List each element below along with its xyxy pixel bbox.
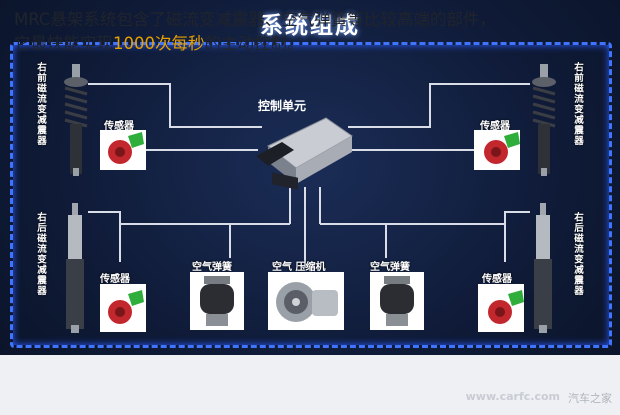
compressor-icon [268,272,344,330]
label-sensor-fr: 传感器 [480,121,510,132]
label-rear-right: 右后磁流变减震器 [572,212,583,296]
wire-front-left [88,83,262,128]
sensor-front-right-icon [474,130,520,170]
air-spring-right-icon [370,272,424,330]
label-front-right: 右前磁流变减震器 [572,62,583,146]
wire-bus-left [119,223,290,262]
caption-line-2-post: 的主动控制。 [204,34,304,53]
control-unit-icon [256,117,353,190]
label-compressor: 空气 压缩机 [272,262,326,273]
damper-rear-right-icon [534,203,552,333]
control-unit-label: 控制单元 [258,99,307,113]
damper-front-right-icon [532,64,556,176]
damper-front-left-icon [64,64,88,176]
diagram-title: 系统组成 [260,13,360,39]
caption-line-2: 它最快能实现1000次每秒的主动控制。 [14,30,304,54]
caption-line-2-pre: 它最快能实现 [14,34,113,53]
sensor-rear-left-icon [100,284,146,332]
caption-highlight: 1000次每秒 [113,34,205,53]
label-sensor-fl: 传感器 [104,121,134,132]
watermark: www.carfc.com [465,390,560,403]
watermark-2: 汽车之家 [568,392,612,405]
wire-bus-right [320,223,506,262]
label-rear-left: 右后磁流变减震器 [35,212,46,296]
caption-line-1: MRC悬架系统包含了磁流变减震器、空气弹簧等比较高端的部件， [14,10,496,29]
air-spring-left-icon [190,272,244,330]
caption-bar [0,355,620,415]
sensor-front-left-icon [100,130,146,170]
label-front-left: 右前磁流变减震器 [35,62,46,146]
label-air-spring-left: 空气弹簧 [192,262,232,273]
damper-rear-left-icon [66,203,84,333]
system-frame [10,42,612,348]
wire-front-right [348,83,530,128]
sensor-rear-right-icon [478,284,524,332]
label-sensor-rr: 传感器 [482,274,512,285]
label-sensor-rl: 传感器 [100,274,130,285]
label-air-spring-right: 空气弹簧 [370,262,410,273]
